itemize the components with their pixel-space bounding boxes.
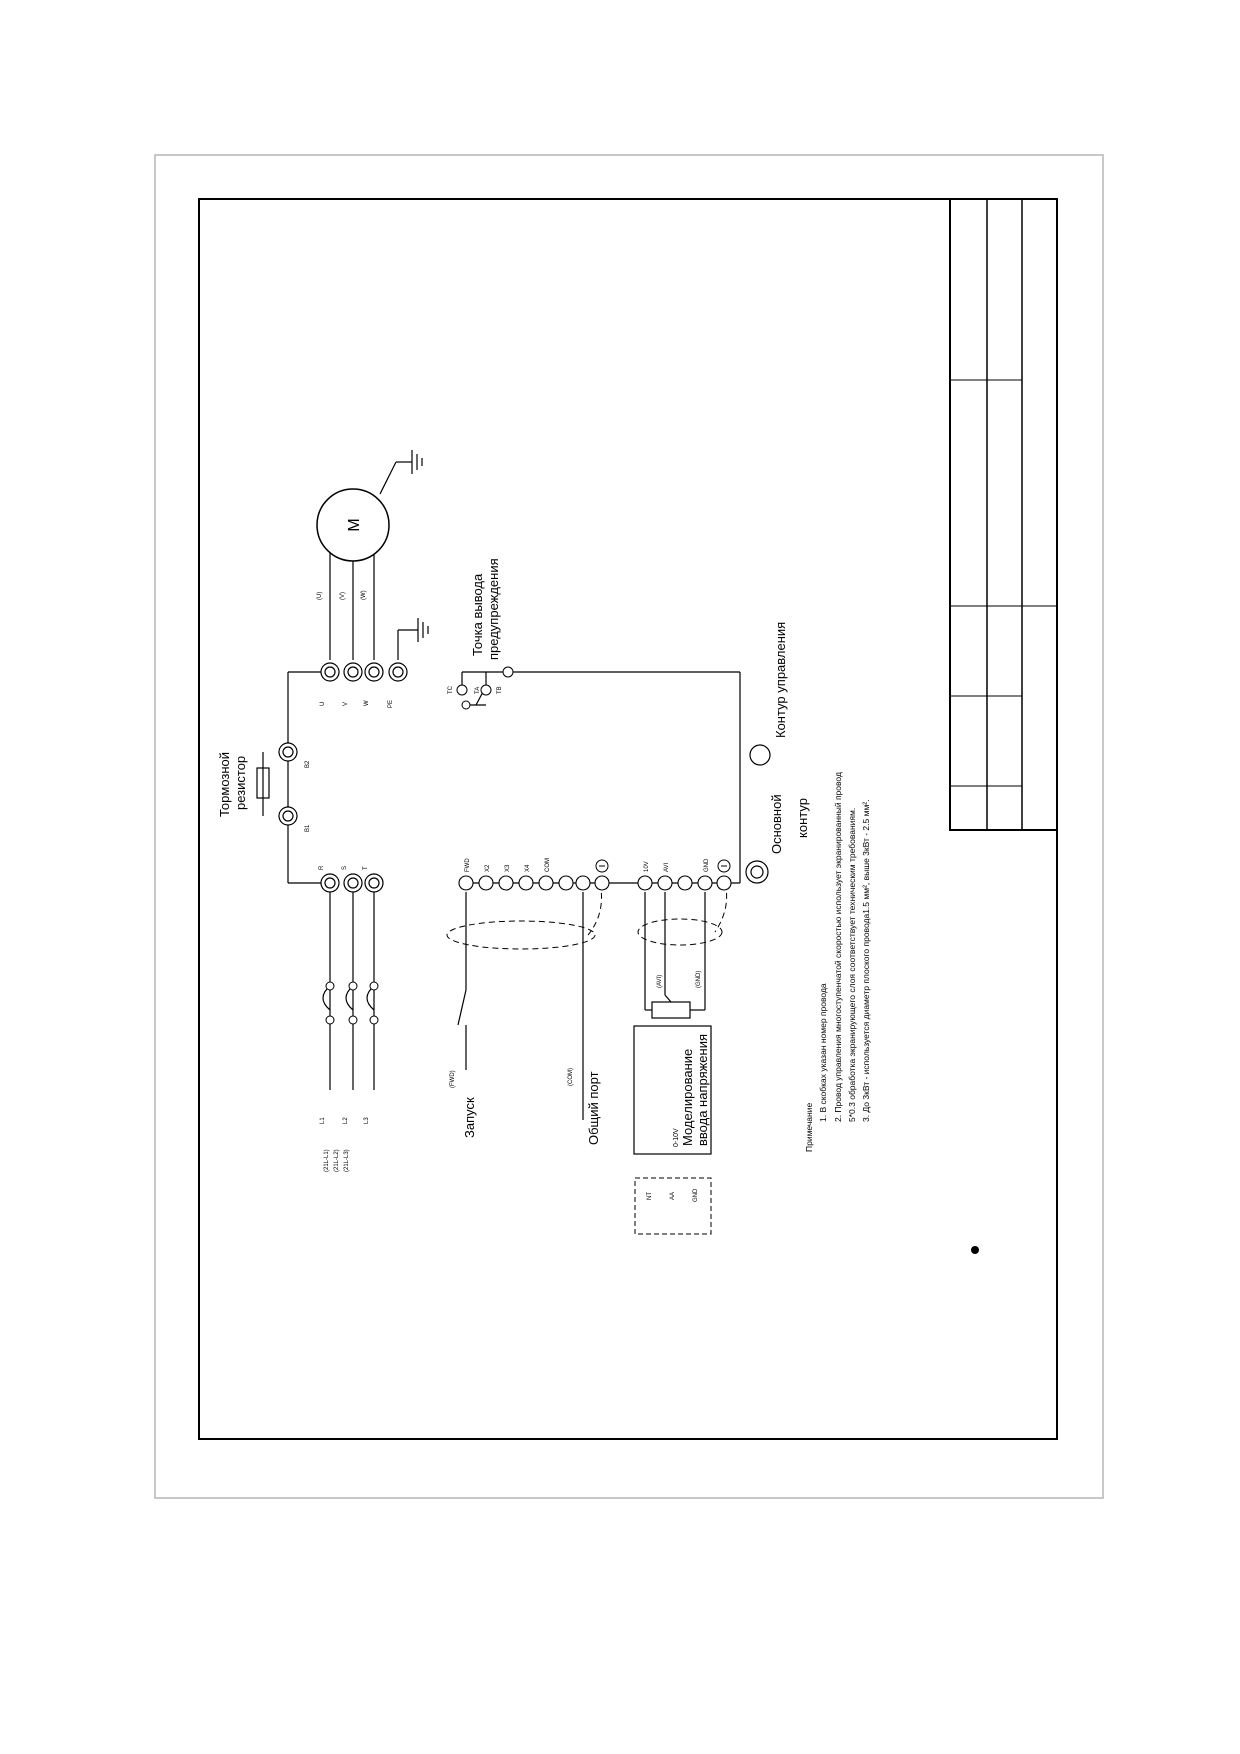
label-r: R (319, 865, 325, 870)
control-circuit-label: Контур управления (773, 622, 788, 738)
terminal-x3 (498, 875, 514, 891)
label-motor-u: (U) (317, 592, 323, 600)
circuit-legend-symbols (745, 744, 771, 884)
main-circuit-label-1: Основной (769, 794, 784, 854)
terminal-tb (502, 666, 514, 678)
label-s: S (342, 866, 348, 870)
label-l2: L2 (343, 1117, 349, 1124)
earth-symbol-icons (595, 859, 731, 873)
terminal-10v (637, 875, 653, 891)
label-x3: X3 (505, 864, 511, 872)
main-circuit-label-2: контур (795, 798, 810, 838)
voltage-input-range: 0-10V (673, 1128, 680, 1147)
note-2-cont: 5*0.3 обработка экранирующего слоя соотв… (847, 808, 857, 1122)
terminal-u (320, 662, 340, 682)
label-supply-wire-3: (21L-L3) (344, 1149, 350, 1172)
motor-label: M (346, 518, 363, 531)
label-x2: X2 (485, 864, 491, 872)
terminal-tc (456, 684, 468, 696)
label-box-gnd: GND (693, 1188, 699, 1202)
label-t: T (363, 866, 369, 870)
sheet-frame (198, 198, 1058, 1440)
label-pe: PE (388, 700, 394, 708)
terminal-b1 (278, 806, 298, 826)
input-terminals (320, 873, 384, 893)
terminal-b2 (278, 742, 298, 762)
terminal-labels: B1 B2 R S T U V W PE (U) (V) (W) TC TA T… (305, 590, 710, 1202)
warning-output-label-2: предупреждения (486, 558, 501, 660)
notes-title: Примечание (804, 1103, 814, 1152)
output-terminals (320, 662, 408, 682)
relay-terminals (456, 666, 514, 710)
label-motor-v: (V) (340, 592, 346, 600)
terminal-x2 (478, 875, 494, 891)
terminal-t (364, 873, 384, 893)
sheet-outer-border (154, 154, 1104, 1499)
title-block (949, 198, 1058, 831)
label-wire-com: (COM) (568, 1068, 574, 1086)
label-fwd: FWD (465, 858, 471, 872)
supply-breaker-contacts (325, 981, 379, 1025)
label-avi: AVI (664, 862, 670, 872)
label-wire-fwd: (FWD) (450, 1070, 456, 1088)
terminal-fwd (458, 875, 474, 891)
terminal-ta (480, 684, 492, 696)
cable-shields (446, 882, 728, 950)
brake-terminals (278, 742, 298, 826)
label-l1: L1 (320, 1117, 326, 1124)
voltage-input-label-2: ввода напряжения (695, 1034, 710, 1146)
terminal-pe (388, 662, 408, 682)
terminal-x4 (518, 875, 534, 891)
terminal-s (343, 873, 363, 893)
label-motor-w: (W) (361, 590, 367, 600)
power-wiring (256, 450, 429, 884)
terminal-gnd (697, 875, 713, 891)
label-v: V (343, 702, 349, 706)
terminal-w (364, 662, 384, 682)
terminal-com (575, 875, 591, 891)
common-port-label: Общий порт (586, 1071, 601, 1145)
label-supply-wire-2: (21L-L2) (334, 1149, 340, 1172)
warning-output-label-1: Точка вывода (470, 573, 485, 656)
notes-block: Примечание 1. В скобках указан номер про… (804, 772, 871, 1152)
label-wire-avi: (AVI) (657, 975, 663, 988)
motor: M (316, 488, 390, 562)
note-3: 3. До 3кВт - используется диаметр плоско… (861, 800, 871, 1123)
label-ta: TA (475, 687, 481, 694)
terminal-v (343, 662, 363, 682)
start-label: Запуск (462, 1097, 477, 1138)
label-w: W (364, 700, 370, 706)
control-terminals (458, 875, 732, 891)
supply-breaker (322, 892, 375, 1090)
dashed-terminal-box (634, 1177, 712, 1235)
control-circuit-symbol-icon (749, 744, 771, 766)
brake-resistor-label-2: резистор (233, 756, 248, 810)
label-b1: B1 (305, 824, 311, 832)
voltage-input-label-1: Моделирование (680, 1049, 695, 1146)
label-box-aa: AA (670, 1192, 676, 1200)
note-2: 2. Провод управления многоступенчатой ск… (833, 772, 843, 1122)
label-tc: TC (448, 685, 454, 694)
label-b2: B2 (305, 760, 311, 768)
label-wire-gnd: (GND) (696, 971, 702, 988)
label-tb: TB (497, 686, 503, 694)
label-l3: L3 (364, 1117, 370, 1124)
label-u: U (320, 702, 326, 706)
label-10v: 10V (644, 861, 650, 872)
label-x4: X4 (525, 864, 531, 872)
terminal-r (320, 873, 340, 893)
marker-dot (971, 1246, 979, 1254)
label-gnd: GND (704, 858, 710, 872)
label-box-nt: NT (647, 1192, 653, 1200)
brake-resistor-label-1: Тормозной (217, 752, 232, 817)
note-1: 1. В скобках указан номер провода (818, 983, 828, 1122)
label-com: COM (545, 858, 551, 872)
voltage-input-module (633, 1025, 712, 1155)
terminal-avi (657, 875, 673, 891)
label-supply-wire-1: (21L-L1) (324, 1149, 330, 1172)
